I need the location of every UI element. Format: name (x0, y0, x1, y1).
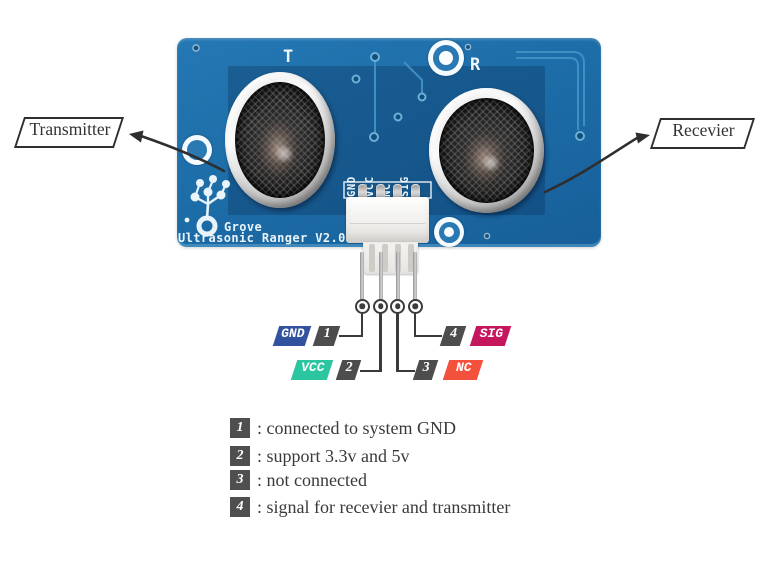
pin-terminal-2 (373, 298, 388, 314)
legend-row-1: 1 : connected to system GND (230, 418, 456, 438)
legend-text-4: : signal for recevier and transmitter (257, 497, 511, 517)
callout-receiver: Recevier (649, 118, 756, 149)
wire-pin3-h (396, 369, 415, 372)
silkscreen-product-name: Ultrasonic Ranger V2.0 (178, 231, 346, 245)
transducer-r-label: R (470, 55, 481, 75)
transducer-receiver-mesh (439, 98, 534, 203)
legend-text-1: : connected to system GND (257, 418, 456, 438)
connector-body-lower (363, 242, 418, 274)
wire-pin1-h (339, 334, 363, 337)
tag-number-2: 2 (335, 360, 362, 380)
wire-pin2-v (379, 312, 382, 372)
header-pin-3 (395, 252, 400, 300)
transducer-transmitter (225, 72, 335, 208)
tag-number-4: 4 (439, 326, 467, 346)
tag-vcc: VCC (290, 360, 334, 380)
tag-number-1: 1 (312, 326, 341, 346)
legend-row-3: 3 : not connected (230, 470, 367, 490)
connector-slot (382, 244, 388, 272)
legend-row-4: 4 : signal for recevier and transmitter (230, 497, 510, 517)
legend-number-1: 1 (230, 418, 250, 438)
wire-pin2-h (360, 369, 381, 372)
header-pin-2 (378, 252, 383, 300)
header-pin-4 (413, 252, 417, 300)
mounting-hole-bottom (434, 217, 464, 247)
arrowhead-receiver (635, 132, 650, 144)
legend-number-2: 2 (230, 446, 250, 466)
legend-number-3: 3 (230, 470, 250, 490)
legend-text-3: : not connected (257, 470, 367, 490)
mounting-hole-left (182, 135, 212, 165)
board-pin-label-gnd: GND (345, 176, 358, 197)
wire-pin4-h (413, 334, 442, 337)
connector-slot (408, 244, 414, 272)
pin-terminal-1 (354, 298, 370, 314)
connector-pad-pin-2 (376, 184, 385, 198)
tag-nc: NC (442, 360, 484, 380)
legend-number-4: 4 (230, 497, 250, 517)
connector-pad-pin-4 (410, 184, 420, 198)
pin-terminal-4 (407, 298, 423, 314)
callout-transmitter: Transmitter (13, 117, 125, 148)
wire-pin1-v (360, 312, 363, 337)
mounting-hole-top (428, 40, 464, 76)
transducer-transmitter-mesh (235, 82, 325, 198)
connector-pad-pin-3 (393, 184, 402, 198)
transducer-receiver (429, 88, 544, 213)
connector-slot (369, 244, 375, 272)
transducer-t-label: T (283, 47, 294, 67)
tag-gnd: GND (272, 326, 312, 346)
connector-pad-pin-1 (357, 184, 367, 198)
legend-row-2: 2 : support 3.3v and 5v (230, 446, 410, 466)
legend-text-2: : support 3.3v and 5v (257, 446, 410, 466)
arrowhead-transmitter (129, 130, 144, 143)
tag-number-3: 3 (412, 360, 439, 380)
wire-pin4-v (413, 312, 416, 337)
header-pin-1 (360, 252, 364, 300)
tag-sig: SIG (469, 326, 512, 346)
wire-pin3-v (396, 312, 399, 372)
silkscreen-grove: Grove (224, 220, 263, 234)
connector-body-upper (346, 197, 429, 243)
pin-terminal-3 (390, 298, 405, 314)
